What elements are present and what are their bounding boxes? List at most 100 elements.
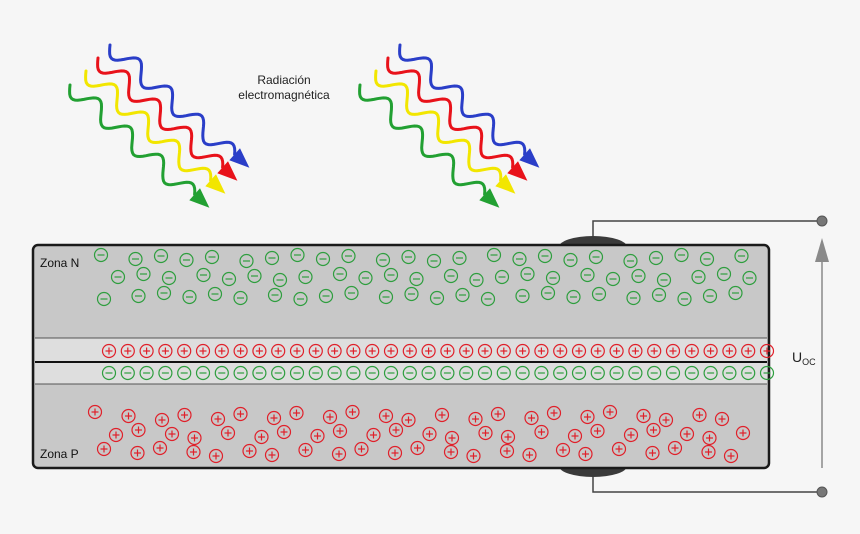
- depletion-negative-ion: [722, 365, 737, 381]
- free-electron: [455, 287, 470, 303]
- radiation-label-line1: Radiación: [257, 73, 310, 87]
- free-electron: [540, 285, 556, 301]
- free-hole: [345, 404, 360, 420]
- free-electron: [131, 288, 146, 304]
- free-electron: [591, 286, 607, 302]
- depletion-negative-ion: [195, 365, 211, 381]
- depletion-negative-ion: [590, 365, 605, 381]
- free-hole: [499, 443, 515, 459]
- free-hole: [378, 408, 394, 424]
- free-electron: [691, 269, 706, 285]
- free-electron: [233, 290, 248, 306]
- depletion-negative-ion: [271, 365, 286, 381]
- free-electron: [588, 249, 604, 265]
- free-hole: [468, 411, 483, 427]
- depletion-negative-ion: [402, 365, 417, 381]
- depletion-positive-ion: [647, 343, 662, 359]
- free-electron: [677, 291, 692, 307]
- free-electron: [196, 267, 211, 283]
- depletion-band-positive: [35, 338, 767, 362]
- radiation-label-line2: electromagnética: [238, 88, 330, 102]
- depletion-positive-ion: [759, 343, 775, 359]
- depletion-negative-ion: [534, 365, 549, 381]
- depletion-negative-ion: [571, 365, 587, 381]
- depletion-positive-ion: [120, 343, 135, 359]
- free-electron: [128, 251, 143, 267]
- free-electron: [378, 289, 394, 305]
- free-electron: [161, 270, 177, 286]
- free-hole: [242, 443, 257, 459]
- free-hole: [658, 412, 674, 428]
- free-electron: [605, 271, 621, 287]
- depletion-negative-ion: [214, 365, 229, 381]
- depletion-positive-ion: [665, 343, 681, 359]
- depletion-positive-ion: [101, 343, 117, 359]
- depletion-negative-ion: [421, 365, 436, 381]
- free-hole: [645, 445, 660, 461]
- top-wire: [592, 220, 822, 236]
- top-terminal: [816, 215, 828, 227]
- free-hole: [387, 445, 403, 461]
- depletion-positive-ion: [195, 343, 211, 359]
- free-electron: [153, 248, 169, 264]
- depletion-positive-ion: [346, 343, 361, 359]
- free-hole: [679, 426, 695, 442]
- free-hole: [366, 427, 381, 443]
- free-hole: [590, 423, 605, 439]
- depletion-negative-ion: [684, 365, 699, 381]
- depletion-positive-ion: [233, 343, 248, 359]
- free-hole: [177, 407, 192, 423]
- free-hole: [131, 422, 146, 438]
- free-hole: [264, 447, 280, 463]
- free-hole: [332, 423, 348, 439]
- free-hole: [567, 428, 583, 444]
- depletion-positive-ion: [252, 343, 267, 359]
- depletion-negative-ion: [759, 365, 775, 381]
- free-hole: [701, 444, 716, 460]
- free-electron: [298, 269, 313, 285]
- depletion-positive-ion: [289, 343, 305, 359]
- free-electron: [221, 271, 237, 287]
- wave-yellow-1: [84, 69, 213, 182]
- depletion-positive-ion: [741, 343, 756, 359]
- free-hole: [210, 411, 226, 427]
- free-hole: [636, 408, 651, 424]
- free-electron: [623, 253, 638, 269]
- free-electron: [702, 288, 718, 304]
- free-electron: [247, 268, 262, 284]
- free-electron: [401, 249, 416, 265]
- free-electron: [293, 291, 308, 307]
- depletion-positive-ion: [327, 343, 342, 359]
- free-electron: [674, 247, 689, 263]
- free-hole: [578, 446, 593, 462]
- depletion-negative-ion: [383, 365, 399, 381]
- depletion-positive-ion: [271, 343, 286, 359]
- free-electron: [443, 268, 459, 284]
- depletion-negative-ion: [120, 365, 135, 381]
- free-electron: [566, 289, 581, 305]
- free-electron: [93, 247, 109, 263]
- depletion-negative-ion: [101, 365, 117, 381]
- free-hole: [478, 425, 493, 441]
- depletion-negative-ion: [346, 365, 361, 381]
- voltage-arrow-head: [815, 238, 829, 262]
- free-hole: [555, 442, 571, 458]
- free-electron: [734, 248, 749, 264]
- free-hole: [154, 412, 170, 428]
- free-electron: [520, 266, 535, 282]
- free-electron: [626, 290, 641, 306]
- free-electron: [204, 249, 220, 265]
- free-hole: [289, 405, 304, 421]
- voltage-label: UOC: [792, 349, 816, 367]
- free-hole: [714, 411, 730, 427]
- free-electron: [580, 267, 595, 283]
- free-electron: [375, 252, 391, 268]
- zone-p-label: Zona P: [40, 447, 79, 461]
- depletion-positive-ion: [703, 343, 718, 359]
- depletion-positive-ion: [534, 343, 549, 359]
- depletion-negative-ion: [139, 365, 154, 381]
- free-hole: [602, 404, 618, 420]
- free-hole: [152, 440, 168, 456]
- free-hole: [187, 430, 202, 446]
- free-electron: [512, 251, 527, 267]
